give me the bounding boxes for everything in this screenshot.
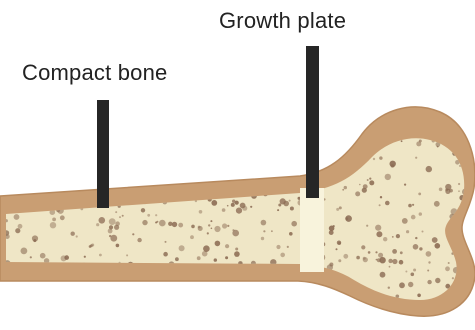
compact-bone-label: Compact bone [22, 60, 168, 86]
growth-plate-band [300, 188, 324, 272]
growth-plate-label: Growth plate [219, 8, 346, 34]
compact-bone-pointer [97, 100, 109, 208]
growth-plate-pointer [306, 46, 319, 198]
